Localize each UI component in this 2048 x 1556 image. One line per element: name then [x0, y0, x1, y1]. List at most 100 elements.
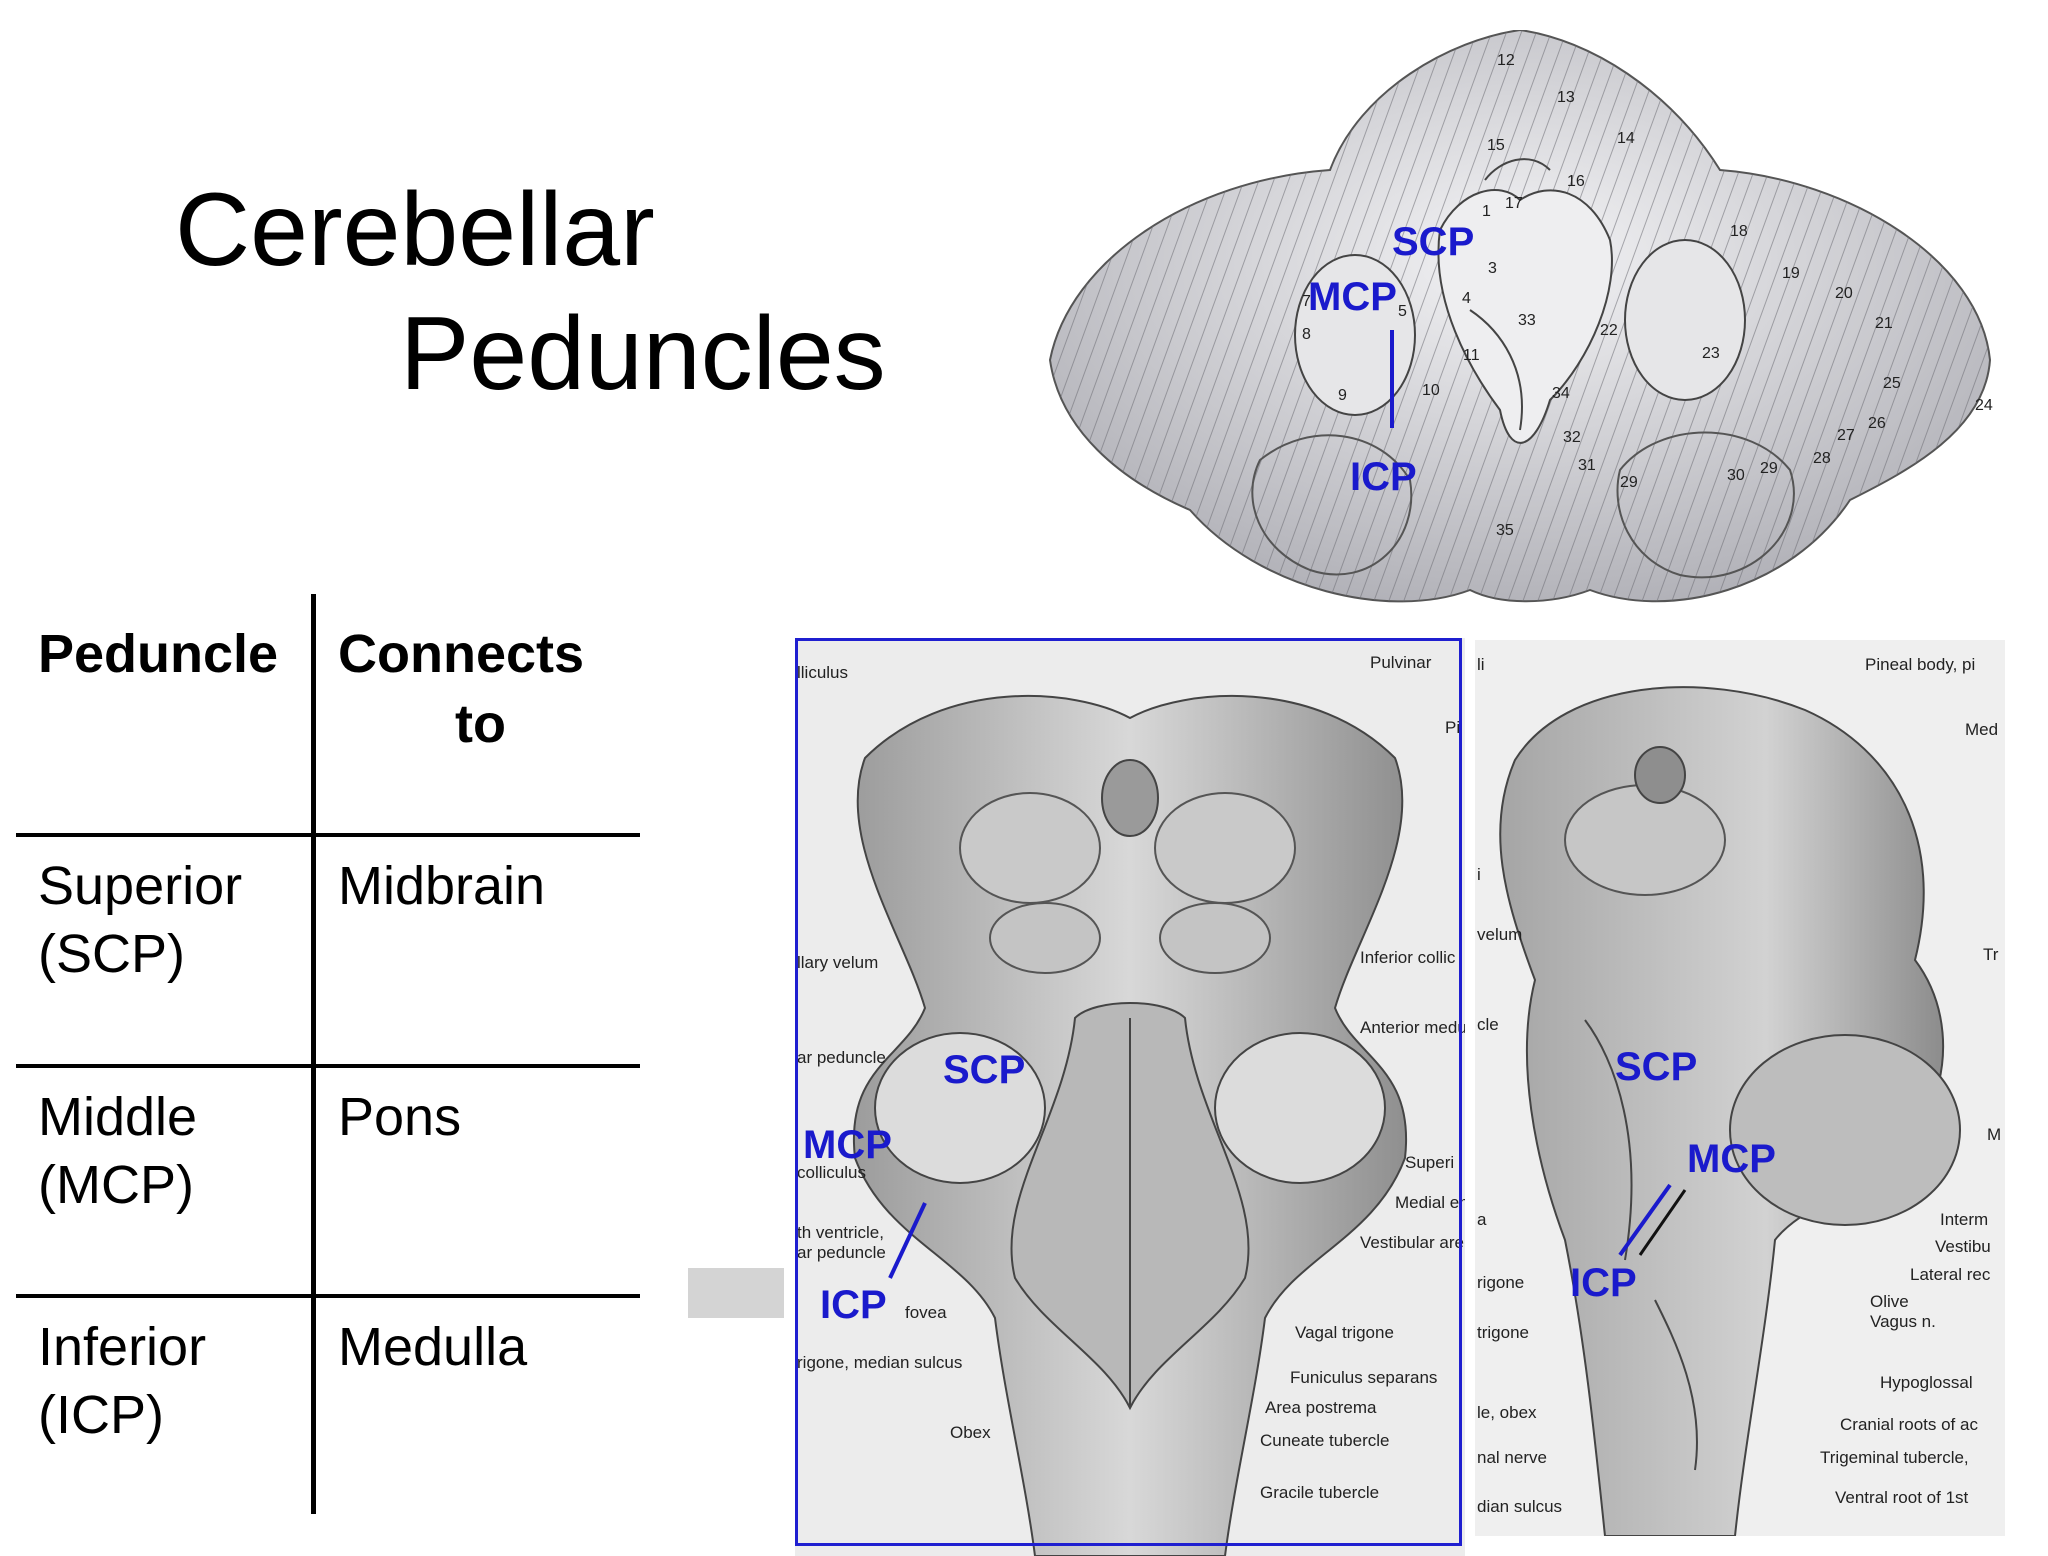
left-mcp-label: MCP	[803, 1123, 892, 1167]
svg-text:Pineal body, pi: Pineal body, pi	[1865, 655, 1975, 674]
svg-text:Anterior medu: Anterior medu	[1360, 1018, 1465, 1037]
svg-text:lliculus: lliculus	[797, 663, 848, 682]
table-cell-connects: Midbrain	[338, 856, 546, 916]
table-row-divider	[16, 833, 640, 837]
gray-pointer-tab	[688, 1268, 784, 1318]
svg-text:Pi: Pi	[1445, 718, 1460, 737]
svg-text:8: 8	[1302, 326, 1311, 343]
svg-text:Tr: Tr	[1983, 945, 1999, 964]
svg-text:1: 1	[1482, 203, 1491, 220]
svg-text:Trigeminal tubercle,: Trigeminal tubercle,	[1820, 1448, 1969, 1467]
svg-text:cle: cle	[1477, 1015, 1499, 1034]
svg-text:Cranial roots of ac: Cranial roots of ac	[1840, 1415, 1978, 1434]
svg-text:5: 5	[1398, 303, 1407, 320]
svg-text:i: i	[1477, 865, 1481, 884]
svg-text:M: M	[1987, 1125, 2001, 1144]
lateral-brainstem-illustration: li i velum cle a rigone trigone le, obex…	[1475, 640, 2005, 1536]
svg-text:Med: Med	[1965, 720, 1998, 739]
svg-text:Inferior collic: Inferior collic	[1360, 948, 1456, 967]
top-icp-label: ICP	[1350, 455, 1417, 499]
left-figure-frame	[795, 638, 1462, 1546]
top-mcp-label: MCP	[1308, 275, 1397, 319]
table-cell-peduncle: Superior	[38, 856, 243, 916]
svg-text:17: 17	[1505, 195, 1523, 212]
svg-text:24: 24	[1975, 397, 1993, 414]
svg-text:34: 34	[1552, 385, 1570, 402]
table-cell-peduncle-abbr: (SCP)	[38, 924, 185, 984]
svg-text:Gracile tubercle: Gracile tubercle	[1260, 1483, 1379, 1502]
table-cell-peduncle-abbr: (MCP)	[38, 1155, 194, 1215]
svg-text:9: 9	[1338, 387, 1347, 404]
svg-text:31: 31	[1578, 457, 1596, 474]
table-cell-peduncle: Inferior	[38, 1317, 207, 1377]
svg-text:4: 4	[1462, 290, 1471, 307]
svg-text:30: 30	[1727, 467, 1745, 484]
svg-text:25: 25	[1883, 375, 1901, 392]
title-line-2: Peduncles	[400, 296, 886, 412]
svg-text:7: 7	[1302, 293, 1311, 310]
table-cell-connects: Pons	[338, 1087, 462, 1147]
svg-text:Vestibular are: Vestibular are	[1360, 1233, 1464, 1252]
svg-text:Obex: Obex	[950, 1423, 991, 1442]
svg-text:Lateral rec: Lateral rec	[1910, 1265, 1991, 1284]
dorsal-brainstem-illustration: lliculus llary velum ar peduncle collicu…	[795, 638, 1465, 1556]
svg-text:th ventricle,: th ventricle,	[797, 1223, 884, 1242]
svg-text:22: 22	[1600, 322, 1618, 339]
svg-text:21: 21	[1875, 315, 1893, 332]
svg-text:Vagus n.: Vagus n.	[1870, 1312, 1936, 1331]
svg-text:23: 23	[1702, 345, 1720, 362]
svg-text:nal nerve: nal nerve	[1477, 1448, 1547, 1467]
svg-text:Olive: Olive	[1870, 1292, 1909, 1311]
svg-text:Vagal trigone: Vagal trigone	[1295, 1323, 1394, 1342]
svg-text:29: 29	[1760, 460, 1778, 477]
svg-text:Funiculus separans: Funiculus separans	[1290, 1368, 1437, 1387]
cerebellum-illustration: 12 13 14 15 16 17 1 3 4 5 7 8 9 10 11 18…	[1030, 30, 2005, 610]
svg-text:18: 18	[1730, 223, 1748, 240]
table-header-peduncle: Peduncle	[38, 624, 279, 684]
svg-text:33: 33	[1518, 312, 1536, 329]
title-line-1: Cerebellar	[175, 172, 655, 288]
table-header-connects: Connects	[338, 624, 585, 684]
svg-text:10: 10	[1422, 382, 1440, 399]
fig-number: 12	[1497, 52, 1515, 69]
svg-text:rigone, median sulcus: rigone, median sulcus	[797, 1353, 962, 1372]
table-header-to: to	[455, 694, 506, 754]
svg-text:16: 16	[1567, 173, 1585, 190]
svg-text:27: 27	[1837, 427, 1855, 444]
svg-text:32: 32	[1563, 429, 1581, 446]
svg-text:trigone: trigone	[1477, 1323, 1529, 1342]
svg-text:dian sulcus: dian sulcus	[1477, 1497, 1562, 1516]
svg-text:26: 26	[1868, 415, 1886, 432]
svg-text:ar peduncle: ar peduncle	[797, 1243, 886, 1262]
svg-text:Medial em: Medial em	[1395, 1193, 1465, 1212]
svg-text:colliculus: colliculus	[797, 1163, 866, 1182]
svg-text:11: 11	[1463, 347, 1480, 364]
svg-text:rigone: rigone	[1477, 1273, 1524, 1292]
right-scp-label: SCP	[1615, 1045, 1697, 1089]
svg-text:35: 35	[1496, 522, 1514, 539]
table-cell-connects: Medulla	[338, 1317, 528, 1377]
top-scp-label: SCP	[1392, 220, 1474, 264]
left-scp-label: SCP	[943, 1048, 1025, 1092]
svg-text:velum: velum	[1477, 925, 1522, 944]
svg-text:Ventral root of 1st: Ventral root of 1st	[1835, 1488, 1969, 1507]
table-column-divider	[311, 594, 316, 1514]
svg-text:Interm: Interm	[1940, 1210, 1988, 1229]
svg-text:28: 28	[1813, 450, 1831, 467]
svg-text:Vestibu: Vestibu	[1935, 1237, 1991, 1256]
svg-text:ar peduncle: ar peduncle	[797, 1048, 886, 1067]
slide-title: Cerebellar Peduncles	[175, 168, 886, 416]
svg-text:15: 15	[1487, 137, 1505, 154]
svg-text:a: a	[1477, 1210, 1487, 1229]
right-icp-label: ICP	[1570, 1261, 1637, 1305]
svg-text:19: 19	[1782, 265, 1800, 282]
svg-text:29: 29	[1620, 474, 1638, 491]
svg-text:Cuneate tubercle: Cuneate tubercle	[1260, 1431, 1389, 1450]
svg-text:14: 14	[1617, 130, 1635, 147]
svg-text:fovea: fovea	[905, 1303, 947, 1322]
svg-text:li: li	[1477, 655, 1485, 674]
svg-text:llary velum: llary velum	[797, 953, 878, 972]
table-row-divider	[16, 1294, 640, 1298]
svg-text:le, obex: le, obex	[1477, 1403, 1537, 1422]
svg-text:Pulvinar: Pulvinar	[1370, 653, 1432, 672]
